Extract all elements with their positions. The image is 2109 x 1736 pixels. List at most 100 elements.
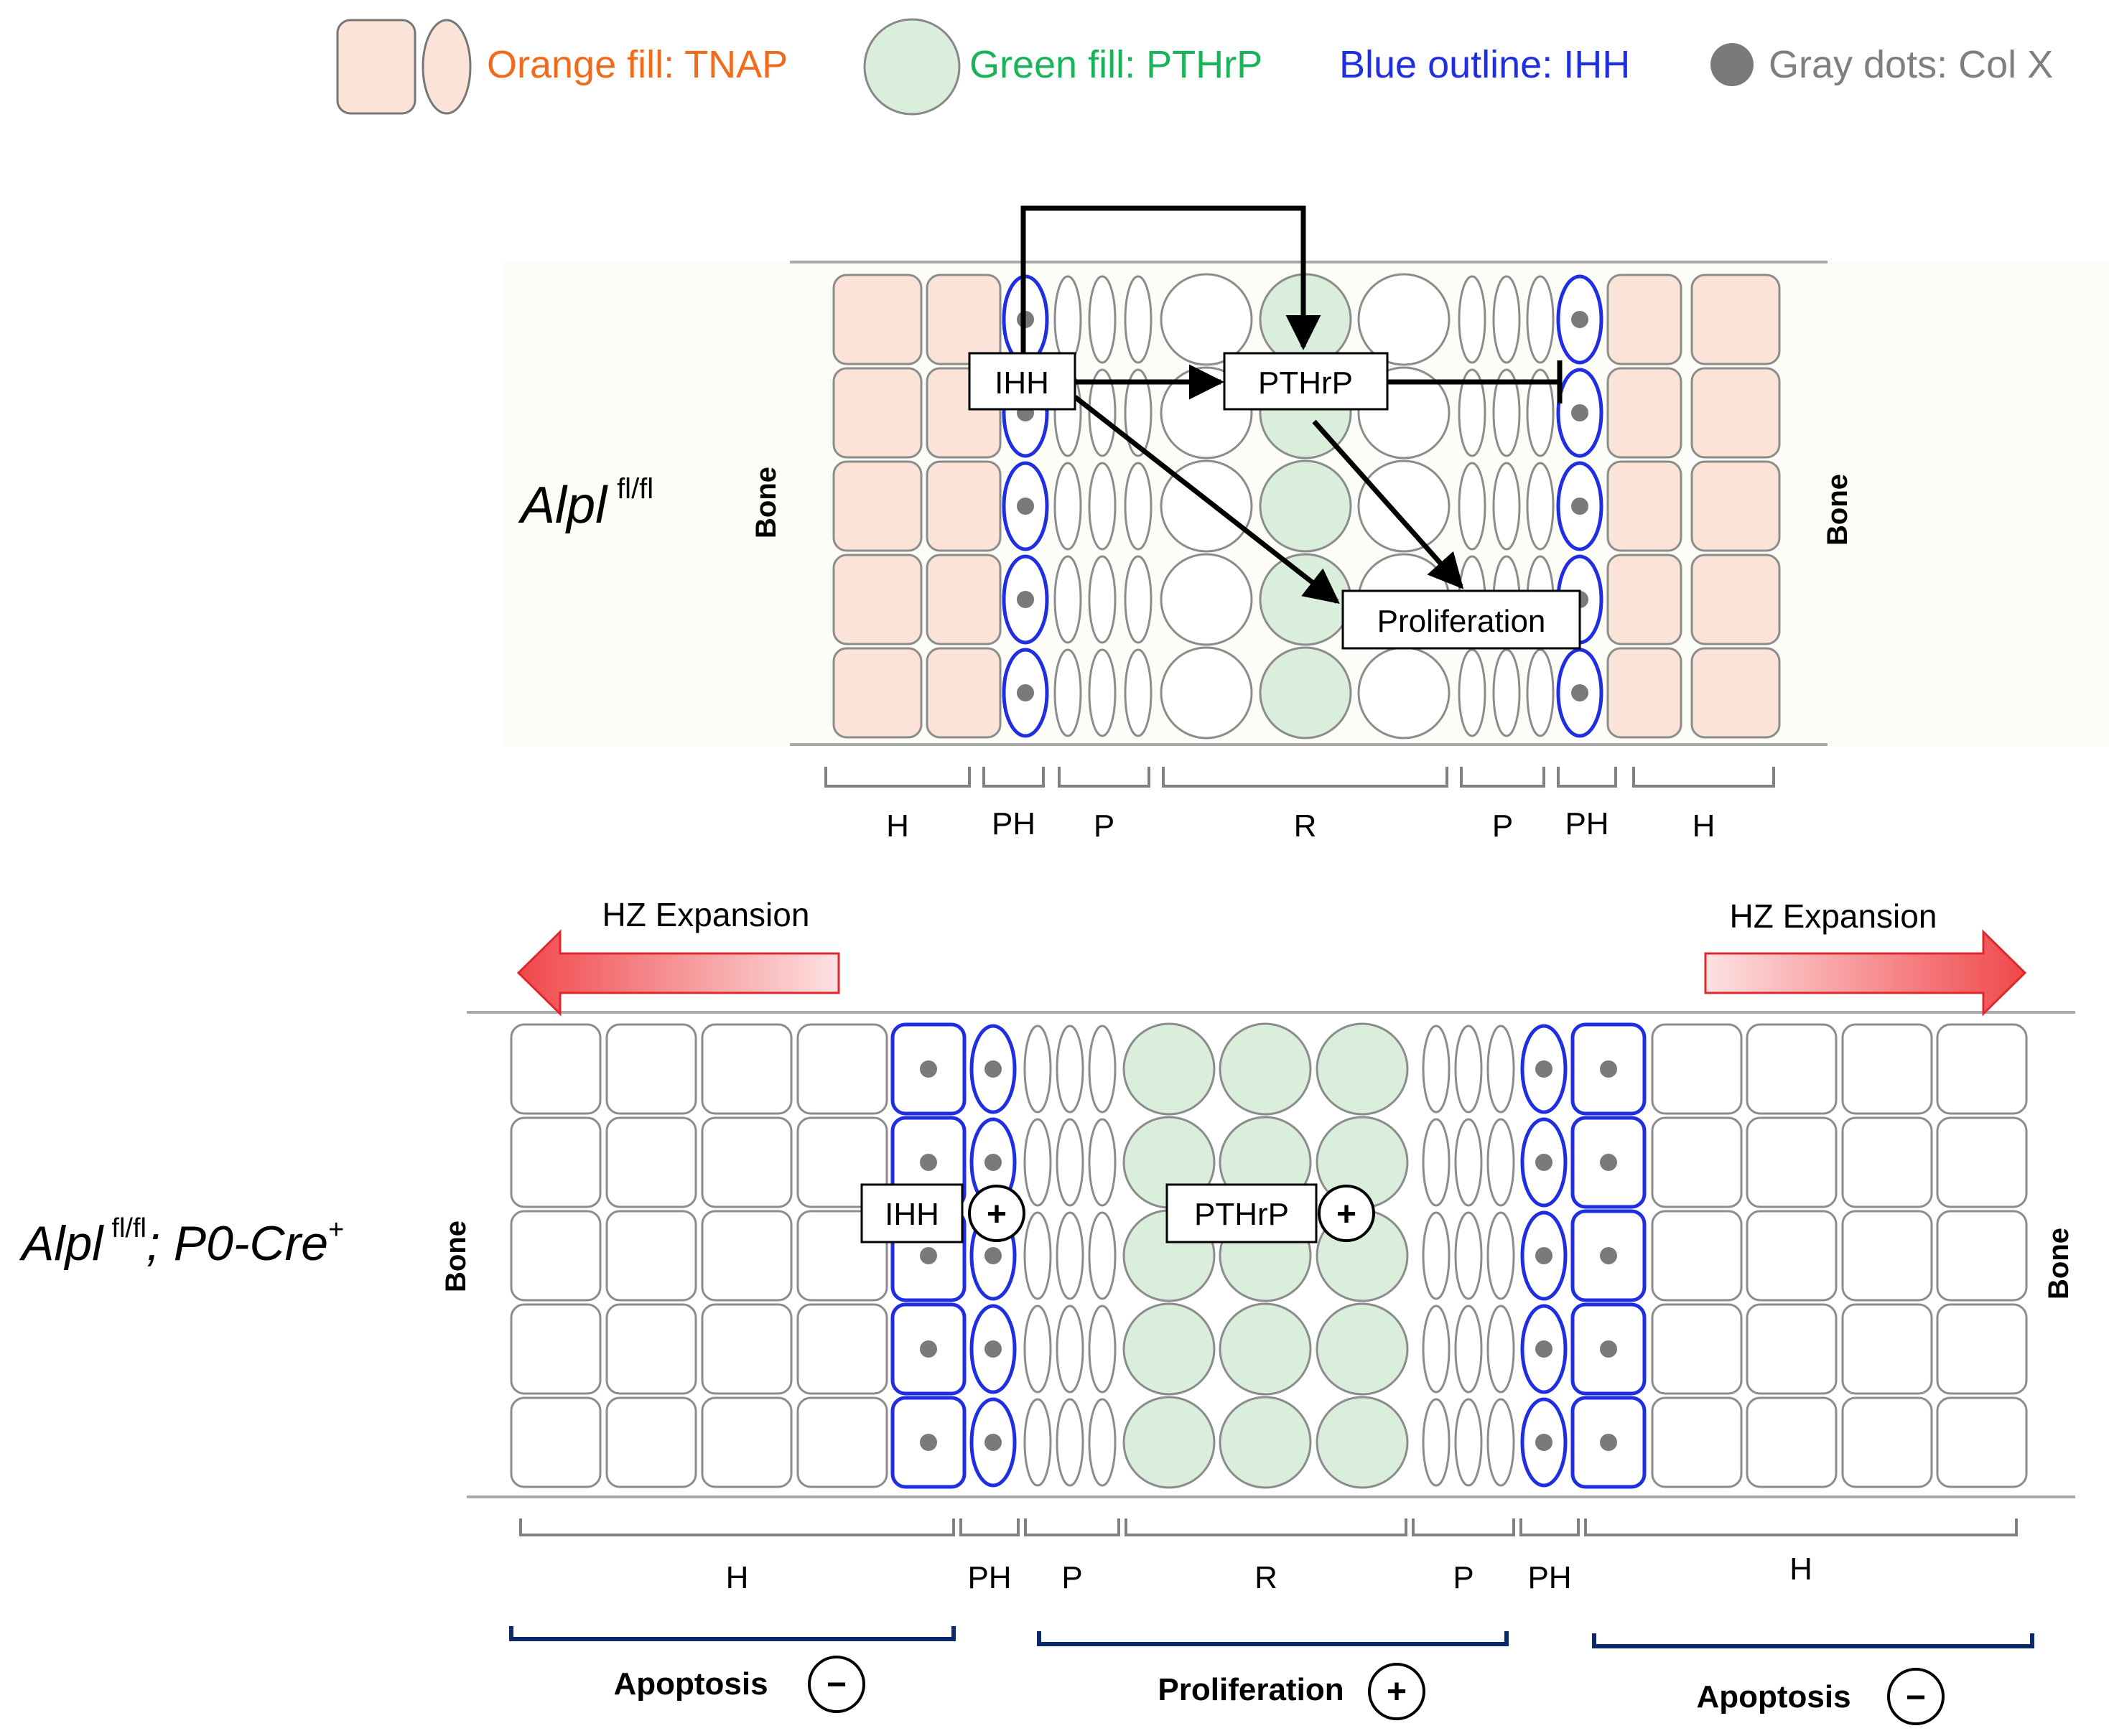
hypertrophic-cell — [1746, 1116, 1838, 1208]
proliferative-cell — [1124, 368, 1153, 457]
legend-pthrp-label: Green fill: PTHrP — [969, 43, 1262, 86]
resting-cell — [1357, 459, 1451, 553]
hypertrophic-cell — [605, 1303, 697, 1395]
colx-dot-icon — [984, 1340, 1002, 1358]
proliferative-cell — [1088, 1211, 1117, 1300]
hypertrophic-cell — [832, 647, 923, 739]
hypertrophic-cell — [796, 1396, 888, 1488]
top-zone-label: R — [1294, 808, 1317, 844]
proliferative-cell — [1492, 462, 1521, 551]
top-zone-label: PH — [992, 806, 1035, 841]
proliferative-cell — [1088, 462, 1117, 551]
hz-expansion-left-label: HZ Expansion — [602, 896, 810, 933]
bottom-zone-label: P — [1061, 1560, 1082, 1595]
outcome-right-bracket — [1592, 1633, 2034, 1648]
bottom-zone-bracket — [1024, 1518, 1120, 1536]
proliferative-cell — [1056, 1305, 1084, 1394]
proliferative-cell — [1526, 648, 1555, 737]
proliferative-cell — [1023, 1118, 1052, 1207]
hypertrophic-cell — [1606, 367, 1682, 459]
hz-expansion-right-arrow — [1704, 929, 2027, 1017]
outcome-mid-bracket — [1037, 1631, 1509, 1646]
hypertrophic-cell — [1841, 1396, 1933, 1488]
resting-cell-pthrp — [1122, 1022, 1216, 1116]
colx-dot-icon — [1017, 591, 1034, 608]
bottom-genotype-cre-sup: + — [328, 1215, 344, 1245]
hypertrophic-cell — [1746, 1303, 1838, 1395]
proliferative-cell — [1088, 368, 1117, 457]
proliferative-cell — [1124, 275, 1153, 364]
bottom-zone-label: H — [726, 1560, 749, 1595]
proliferative-cell — [1053, 648, 1082, 737]
colx-dot-icon — [920, 1247, 937, 1264]
colx-dot-icon — [1535, 1340, 1552, 1358]
colx-dot-icon — [1535, 1154, 1552, 1171]
hypertrophic-cell — [1651, 1023, 1743, 1115]
top-proliferation-box-label: Proliferation — [1377, 604, 1546, 639]
proliferative-cell — [1088, 648, 1117, 737]
top-zone-label: PH — [1565, 806, 1608, 841]
hypertrophic-cell — [605, 1210, 697, 1302]
top-zone-bracket — [1460, 767, 1545, 788]
colx-dot-icon — [920, 1154, 937, 1171]
colx-dot-icon — [984, 1434, 1002, 1451]
proliferative-cell — [1422, 1025, 1451, 1114]
hypertrophic-cell — [510, 1210, 602, 1302]
hypertrophic-cell — [1841, 1303, 1933, 1395]
hypertrophic-cell — [510, 1023, 602, 1115]
hypertrophic-cell — [1690, 460, 1781, 552]
bottom-zone-bracket — [1412, 1518, 1515, 1536]
bottom-zone-label: PH — [1527, 1560, 1571, 1595]
legend-tnap-ellipse-swatch — [422, 19, 472, 115]
bottom-genotype-sup: fl/fl — [111, 1213, 146, 1243]
top-genotype-gene: Alpl — [518, 477, 608, 534]
resting-cell-pthrp — [1122, 1396, 1216, 1489]
proliferative-cell — [1124, 648, 1153, 737]
hypertrophic-cell — [1651, 1303, 1743, 1395]
colx-dot-icon — [1017, 498, 1034, 515]
top-zone-bracket — [824, 767, 971, 788]
top-zone-label: H — [1693, 808, 1715, 844]
resting-cell-pthrp — [1219, 1022, 1312, 1116]
top-ihh-pthrp-loop-arrow — [1020, 205, 1321, 366]
hypertrophic-cell — [1690, 647, 1781, 739]
legend-tnap-rect-swatch — [336, 19, 416, 115]
proliferative-cell — [1056, 1118, 1084, 1207]
proliferative-cell — [1422, 1118, 1451, 1207]
colx-dot-icon — [1571, 404, 1588, 421]
colx-dot-icon — [984, 1247, 1002, 1264]
hypertrophic-cell — [832, 554, 923, 645]
hypertrophic-cell — [1746, 1210, 1838, 1302]
colx-dot-icon — [1600, 1340, 1617, 1358]
hypertrophic-cell — [701, 1396, 793, 1488]
hypertrophic-cell — [832, 367, 923, 459]
proliferative-cell — [1124, 462, 1153, 551]
colx-dot-icon — [1535, 1060, 1552, 1078]
outcome-mid-plus-icon — [1368, 1663, 1425, 1720]
top-cell-grid — [832, 273, 1781, 739]
colx-dot-icon — [984, 1154, 1002, 1171]
top-zone-label: P — [1492, 808, 1513, 844]
bottom-pthrp-plus-sign: + — [1336, 1195, 1356, 1233]
top-zone-label: P — [1094, 808, 1114, 844]
colx-dot-icon — [1535, 1434, 1552, 1451]
proliferative-cell — [1486, 1025, 1515, 1114]
bottom-pthrp-plus-icon — [1318, 1185, 1375, 1242]
hypertrophic-cell — [1651, 1210, 1743, 1302]
hypertrophic-cell — [1936, 1396, 2028, 1488]
hypertrophic-cell — [796, 1023, 888, 1115]
proliferative-cell — [1088, 275, 1117, 364]
bottom-ihh-box — [860, 1183, 964, 1243]
hz-expansion-left-arrow — [516, 929, 840, 1017]
outcome-mid-plus-sign: + — [1387, 1673, 1407, 1711]
bottom-zone-bracket — [1519, 1518, 1580, 1536]
bottom-zone-bracket — [519, 1518, 955, 1536]
hypertrophic-cell — [1746, 1396, 1838, 1488]
bottom-zone-label: P — [1453, 1560, 1473, 1595]
hypertrophic-cell — [926, 460, 1002, 552]
proliferative-cell — [1526, 462, 1555, 551]
hypertrophic-cell — [1690, 554, 1781, 645]
bottom-zone-bracket — [1584, 1518, 2018, 1536]
top-pthrp-to-prolif-arrow — [1312, 419, 1464, 589]
legend-tnap-label: Orange fill: TNAP — [487, 43, 788, 86]
